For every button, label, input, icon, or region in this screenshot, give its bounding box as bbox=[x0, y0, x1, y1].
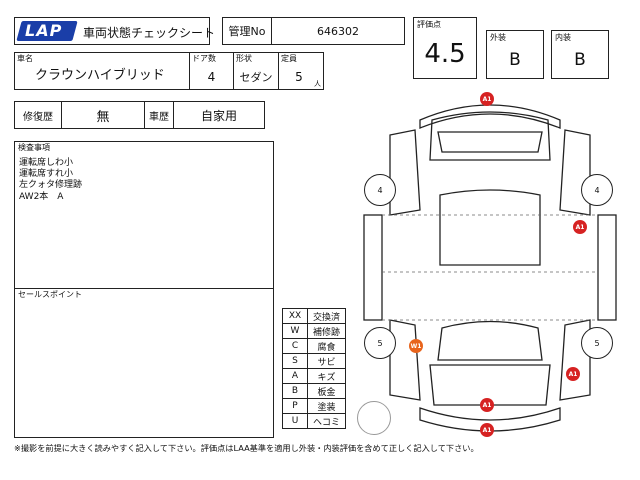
interior-grade-box: 内装 B bbox=[551, 30, 609, 79]
score-label: 評価点 bbox=[417, 20, 441, 29]
legend-code: P bbox=[282, 398, 308, 414]
inspection-line: 運転席すれ小 bbox=[19, 169, 74, 179]
damage-mark-rear-bumper: A1 bbox=[480, 423, 494, 437]
legend-meaning: サビ bbox=[307, 353, 346, 369]
control-number-label: 管理No bbox=[222, 17, 272, 45]
legend-code: W bbox=[282, 323, 308, 339]
legend-code: XX bbox=[282, 308, 308, 324]
capacity-label: 定員 bbox=[281, 54, 297, 63]
left-door-outline bbox=[363, 214, 383, 321]
roof-outline bbox=[439, 189, 541, 266]
trunk-outline bbox=[429, 364, 551, 406]
sales-points-label: セールスポイント bbox=[18, 290, 82, 299]
control-number: 646302 bbox=[271, 17, 405, 45]
lap-logo-text: LAP bbox=[25, 21, 63, 40]
legend-meaning: 塗装 bbox=[307, 398, 346, 414]
legend-code: B bbox=[282, 383, 308, 399]
repair-history-value: 無 bbox=[61, 101, 145, 129]
legend-meaning: 交換済 bbox=[307, 308, 346, 324]
tire-rear-right: 5 bbox=[581, 327, 613, 359]
exterior-grade-box: 外装 B bbox=[486, 30, 544, 79]
capacity-value: 5 bbox=[295, 70, 303, 84]
title-box: LAP 車両状態チェックシート bbox=[14, 17, 215, 45]
right-rear-outline bbox=[559, 319, 591, 401]
body-type-value: セダン bbox=[239, 71, 273, 84]
legend-meaning: ヘコミ bbox=[307, 413, 346, 429]
doors-value: 4 bbox=[207, 70, 216, 84]
body-type-label: 形状 bbox=[236, 54, 252, 63]
doors-box: ドア数 4 bbox=[189, 52, 234, 90]
car-diagram bbox=[363, 104, 617, 432]
inspection-line: 運転席しわ小 bbox=[19, 158, 74, 168]
inspection-box: 検査事項 運転席しわ小 運転席すれ小 左クォタ修理跡 AW2本 A bbox=[14, 141, 274, 289]
legend-code: C bbox=[282, 338, 308, 354]
stamp-circle bbox=[357, 401, 391, 435]
car-name: クラウンハイブリッド bbox=[35, 68, 165, 83]
rear-window-outline bbox=[437, 320, 543, 361]
repair-history-label: 修復歴 bbox=[14, 101, 62, 129]
sheet-title: 車両状態チェックシート bbox=[83, 26, 216, 40]
hood-outline bbox=[429, 111, 551, 161]
damage-mark-right-front-fender: A1 bbox=[573, 220, 587, 234]
inspection-label: 検査事項 bbox=[18, 143, 50, 152]
legend-meaning: 腐食 bbox=[307, 338, 346, 354]
footer-note: ※撮影を前提に大きく読みやすく記入して下さい。評価点はLAA基準を適用し外装・内… bbox=[14, 443, 479, 453]
right-door-outline bbox=[597, 214, 617, 321]
damage-mark-trunk: A1 bbox=[480, 398, 494, 412]
damage-mark-right-rear-quarter: A1 bbox=[566, 367, 580, 381]
capacity-box: 定員 5 人 bbox=[278, 52, 324, 90]
damage-mark-left-rear-quarter: W1 bbox=[409, 339, 423, 353]
tire-front-left: 4 bbox=[364, 174, 396, 206]
legend-code: S bbox=[282, 353, 308, 369]
exterior-label: 外装 bbox=[490, 33, 506, 42]
tire-front-right: 4 bbox=[581, 174, 613, 206]
doors-label: ドア数 bbox=[192, 54, 216, 63]
body-type-box: 形状 セダン bbox=[233, 52, 279, 90]
legend-meaning: キズ bbox=[307, 368, 346, 384]
damage-mark-front-bumper: A1 bbox=[480, 92, 494, 106]
left-rear-outline bbox=[389, 319, 421, 401]
capacity-unit: 人 bbox=[314, 80, 321, 88]
tire-rear-left: 5 bbox=[364, 327, 396, 359]
right-body-outline bbox=[559, 129, 591, 216]
inspection-line: 左クォタ修理跡 bbox=[19, 180, 83, 190]
car-name-label: 車名 bbox=[17, 54, 33, 63]
legend-code: A bbox=[282, 368, 308, 384]
score-box: 評価点 4.5 bbox=[413, 17, 477, 79]
left-body-outline bbox=[389, 129, 421, 216]
exterior-grade: B bbox=[509, 50, 521, 70]
sales-points-box: セールスポイント bbox=[14, 288, 274, 438]
legend-code: U bbox=[282, 413, 308, 429]
score-value: 4.5 bbox=[424, 39, 466, 69]
car-name-box: 車名 クラウンハイブリッド bbox=[14, 52, 190, 90]
rear-bumper-outline bbox=[419, 407, 561, 432]
legend-meaning: 板金 bbox=[307, 383, 346, 399]
inspection-line: AW2本 A bbox=[19, 192, 64, 202]
interior-label: 内装 bbox=[555, 33, 571, 42]
legend-meaning: 補修跡 bbox=[307, 323, 346, 339]
usage-history-value: 自家用 bbox=[173, 101, 265, 129]
front-bumper-outline bbox=[419, 104, 561, 129]
windshield-outline bbox=[437, 131, 543, 153]
usage-history-label: 車歴 bbox=[144, 101, 174, 129]
interior-grade: B bbox=[574, 50, 586, 70]
